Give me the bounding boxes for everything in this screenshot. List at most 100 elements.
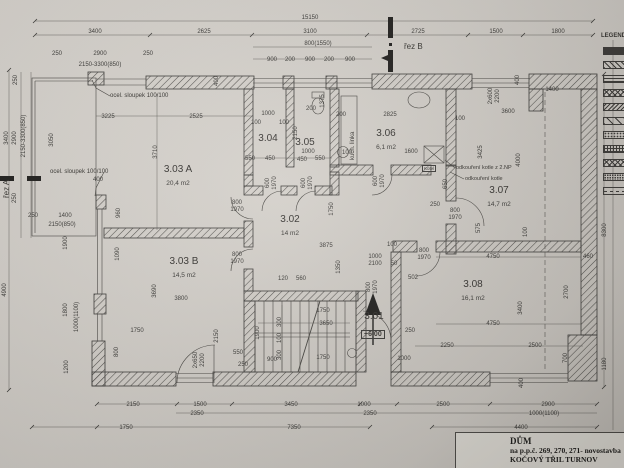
- dimension-label: 3650: [319, 321, 333, 327]
- dimension-label: 2150-3300(850): [79, 62, 122, 68]
- dimension-label: 1970: [373, 280, 379, 294]
- dimension-label: 4750: [486, 254, 500, 260]
- section-b-label: řez B: [404, 42, 423, 51]
- legend-swatch-solid: [603, 47, 624, 55]
- dimension-label: 2700: [564, 285, 570, 299]
- dimension-label: 200: [306, 106, 317, 112]
- dimension-label: 900: [305, 57, 316, 63]
- dimension-label: 550: [245, 156, 256, 162]
- room-num: 3.06: [376, 128, 396, 139]
- title-line-2: na p.p.č. 269, 270, 271- novostavba: [510, 446, 621, 455]
- dimension-label: 1400: [545, 87, 559, 93]
- dimension-label: 3425: [478, 145, 484, 159]
- dimension-label: 2150: [293, 126, 299, 140]
- flue-note-2: odkouření kotle: [465, 176, 503, 182]
- dimension-label: 800: [366, 281, 372, 292]
- dimension-label: 2350: [190, 411, 204, 417]
- dimension-label: 3225: [101, 114, 115, 120]
- dimension-label: 1375: [320, 94, 326, 108]
- dimension-label: 1970: [448, 215, 462, 221]
- dimension-label: 1500: [193, 402, 207, 408]
- dimension-label: 2100: [368, 261, 382, 267]
- dimension-label: 700: [563, 352, 569, 363]
- dimension-label: 3400: [4, 131, 10, 145]
- dimension-label: 800: [232, 252, 243, 258]
- dimension-label: 1000: [301, 149, 315, 155]
- dimension-label: 100: [455, 116, 466, 122]
- dimension-label: 7350: [287, 425, 301, 431]
- dimension-label: 2625: [197, 29, 211, 35]
- dimension-label: 2150: [214, 329, 220, 343]
- title-block: DŮM na p.p.č. 269, 270, 271- novostavba …: [455, 432, 624, 468]
- dimension-label: 900: [267, 357, 278, 363]
- dimension-label: 800: [450, 208, 461, 214]
- dimension-label: 2900: [541, 402, 555, 408]
- dimension-label: 1970: [417, 255, 431, 261]
- dimension-label: 250: [13, 74, 19, 85]
- dimension-lines: [8, 20, 614, 430]
- dimension-label: 1000: [368, 254, 382, 260]
- dimension-label: 100: [342, 150, 353, 156]
- dimension-label: 2150: [126, 402, 140, 408]
- dimension-label: 2250: [440, 343, 454, 349]
- section-markers: [0, 17, 393, 181]
- legend-swatch-horiz: [603, 75, 624, 83]
- flue-note-1: odkouření kotle z 2.NP: [456, 165, 512, 171]
- dimension-label: 250: [28, 213, 39, 219]
- legend-swatch-diag2: [603, 103, 624, 111]
- dimension-label: 450: [265, 156, 276, 162]
- dimension-label: 600: [301, 177, 307, 188]
- room-area: 14,5 m2: [172, 272, 196, 279]
- dimension-label: 460: [583, 254, 594, 260]
- dimension-label: 1000(1100): [529, 411, 559, 417]
- dimension-label: 1750: [316, 308, 330, 314]
- dimension-label: 400: [93, 177, 104, 183]
- dimension-label: 1350: [336, 260, 342, 274]
- dimension-label: 120: [278, 276, 289, 282]
- dimension-label: 100: [387, 242, 398, 248]
- dimension-label: 3400: [88, 29, 102, 35]
- steel-post-note-mid: ocel. sloupek 100/100: [50, 169, 109, 175]
- title-line-1: DŮM: [510, 436, 532, 446]
- dimension-label: 2900: [12, 131, 18, 145]
- dimension-label: 4400: [514, 425, 528, 431]
- dimension-label: 800(1550): [304, 41, 331, 47]
- dimension-label: 2900: [93, 51, 107, 57]
- dimension-label: 1900: [63, 236, 69, 250]
- section-a-label: řez A: [2, 179, 11, 198]
- dimension-label: 250: [52, 51, 63, 57]
- dimension-label: 2500: [436, 402, 450, 408]
- dimension-label: 1500: [489, 29, 503, 35]
- dimension-label: 250: [238, 362, 249, 368]
- dimension-label: 1970: [272, 176, 278, 190]
- dimension-label: 200: [324, 57, 335, 63]
- dimension-label: 2200: [495, 89, 501, 103]
- dimension-label: 3690: [152, 284, 158, 298]
- dimension-label: 3710: [153, 145, 159, 159]
- dimension-label: 100: [279, 120, 290, 126]
- dimension-label: 400: [519, 377, 525, 388]
- dimension-label: 960: [116, 207, 122, 218]
- dimension-label: 3800: [174, 296, 188, 302]
- steel-post-note-top: ocel. sloupek 100/100: [110, 93, 169, 99]
- dimension-label: 1800: [551, 29, 565, 35]
- dimension-label: 2200: [200, 353, 206, 367]
- dimension-label: 1970: [230, 207, 244, 213]
- dimension-label: 2500: [528, 343, 542, 349]
- dimension-label: 100: [523, 226, 529, 237]
- legend-swatch-cross: [603, 159, 624, 167]
- dimension-label: 1970: [380, 174, 386, 188]
- dimension-label: 3400: [518, 301, 524, 315]
- dimension-label: 1750: [119, 425, 133, 431]
- boiler-label: Kotel: [422, 165, 437, 172]
- room-num: 3.02: [280, 214, 300, 225]
- legend-title: LEGENDA: [601, 33, 624, 39]
- dimension-label: 1400: [58, 213, 72, 219]
- room-num: 3.01: [364, 311, 384, 322]
- dimension-label: 1180: [602, 357, 608, 371]
- dimension-label: 2725: [411, 29, 425, 35]
- walls: [87, 71, 598, 387]
